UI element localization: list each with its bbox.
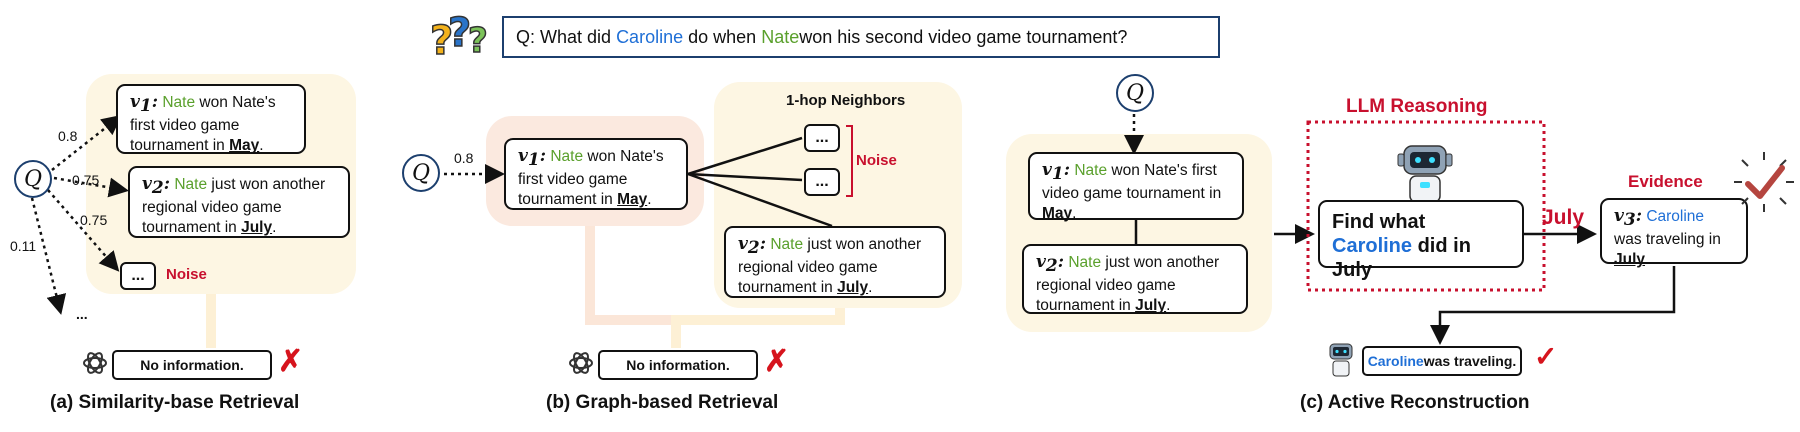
trailing-dots-a: ... xyxy=(76,306,88,322)
caption-b: (b) Graph-based Retrieval xyxy=(546,392,779,413)
cross-mark-b: ✗ xyxy=(764,345,790,378)
robot-small-icon xyxy=(1329,343,1353,377)
score-a-4: 0.11 xyxy=(10,238,37,254)
question-name-caroline: Caroline xyxy=(616,26,684,47)
svg-text:?: ? xyxy=(468,21,488,60)
openai-logo-icon-b xyxy=(569,352,593,374)
query-node-c: Q xyxy=(1116,74,1154,112)
score-b: 0.8 xyxy=(454,150,474,166)
score-a-1: 0.8 xyxy=(58,128,78,144)
question-mark-icon: ? ? ? xyxy=(429,9,488,60)
svg-text:?: ? xyxy=(430,18,453,60)
svg-text:?: ? xyxy=(448,10,471,56)
checkmark-badge-icon xyxy=(1734,152,1794,212)
memory-node-v2-a: v2: Nate just won another regional video… xyxy=(128,166,350,238)
robot-icon xyxy=(1397,145,1453,203)
score-a-3: 0.75 xyxy=(80,212,108,228)
panel-c-edges xyxy=(1124,114,1676,345)
memory-node-v2-b: v2: Nate just won another regional video… xyxy=(724,226,946,298)
panel-a-edges xyxy=(30,114,129,315)
question-box: Q: What did Caroline do when Nate won hi… xyxy=(502,16,1220,58)
evidence-title: Evidence xyxy=(1628,172,1703,191)
question-prefix: Q: What did xyxy=(516,26,612,47)
reasoning-box: Find what Caroline did in July xyxy=(1318,200,1524,281)
july-label: July xyxy=(1542,206,1585,229)
memory-node-v2-c: v2: Nate just won another regional video… xyxy=(1022,244,1248,314)
memory-node-v1-a: v1: Nate won Nate's first video game tou… xyxy=(116,84,306,154)
panel-b-connectors xyxy=(585,226,845,348)
query-node-a: Q xyxy=(14,160,52,198)
evidence-node-v3: v3: Caroline was traveling in July. xyxy=(1600,198,1748,268)
cross-mark-a: ✗ xyxy=(278,345,304,378)
memory-node-v1-b: v1: Nate won Nate's first video game tou… xyxy=(504,138,688,210)
question-suffix: won his second video game tournament? xyxy=(799,26,1128,47)
neighbor-node-1: ... xyxy=(804,124,840,152)
query-node-b: Q xyxy=(402,154,440,192)
answer-box-a: No information. xyxy=(112,350,272,380)
llm-reasoning-title: LLM Reasoning xyxy=(1346,96,1488,117)
neighbor-node-2: ... xyxy=(804,168,840,196)
caption-a: (a) Similarity-base Retrieval xyxy=(50,392,300,413)
neighbors-title: 1-hop Neighbors xyxy=(786,92,906,109)
openai-logo-icon xyxy=(83,352,107,374)
question-name-nate: Nate xyxy=(761,26,800,47)
memory-node-v1-c: v1: Nate won Nate's first video game tou… xyxy=(1028,152,1244,222)
score-a-2: 0.75 xyxy=(72,172,100,188)
noise-label-a: Noise xyxy=(166,266,207,283)
question-mid: do when xyxy=(688,26,757,47)
panel-b-edges xyxy=(444,125,853,228)
noise-label-b: Noise xyxy=(856,152,897,169)
check-mark-c: ✓ xyxy=(1534,341,1558,372)
caption-c: (c) Active Reconstruction xyxy=(1300,392,1530,413)
answer-box-b: No information. xyxy=(598,350,758,380)
noise-node-a: ... xyxy=(120,262,156,290)
final-answer-box: Caroline was traveling. xyxy=(1362,346,1522,376)
panel-a-connector xyxy=(206,294,216,348)
